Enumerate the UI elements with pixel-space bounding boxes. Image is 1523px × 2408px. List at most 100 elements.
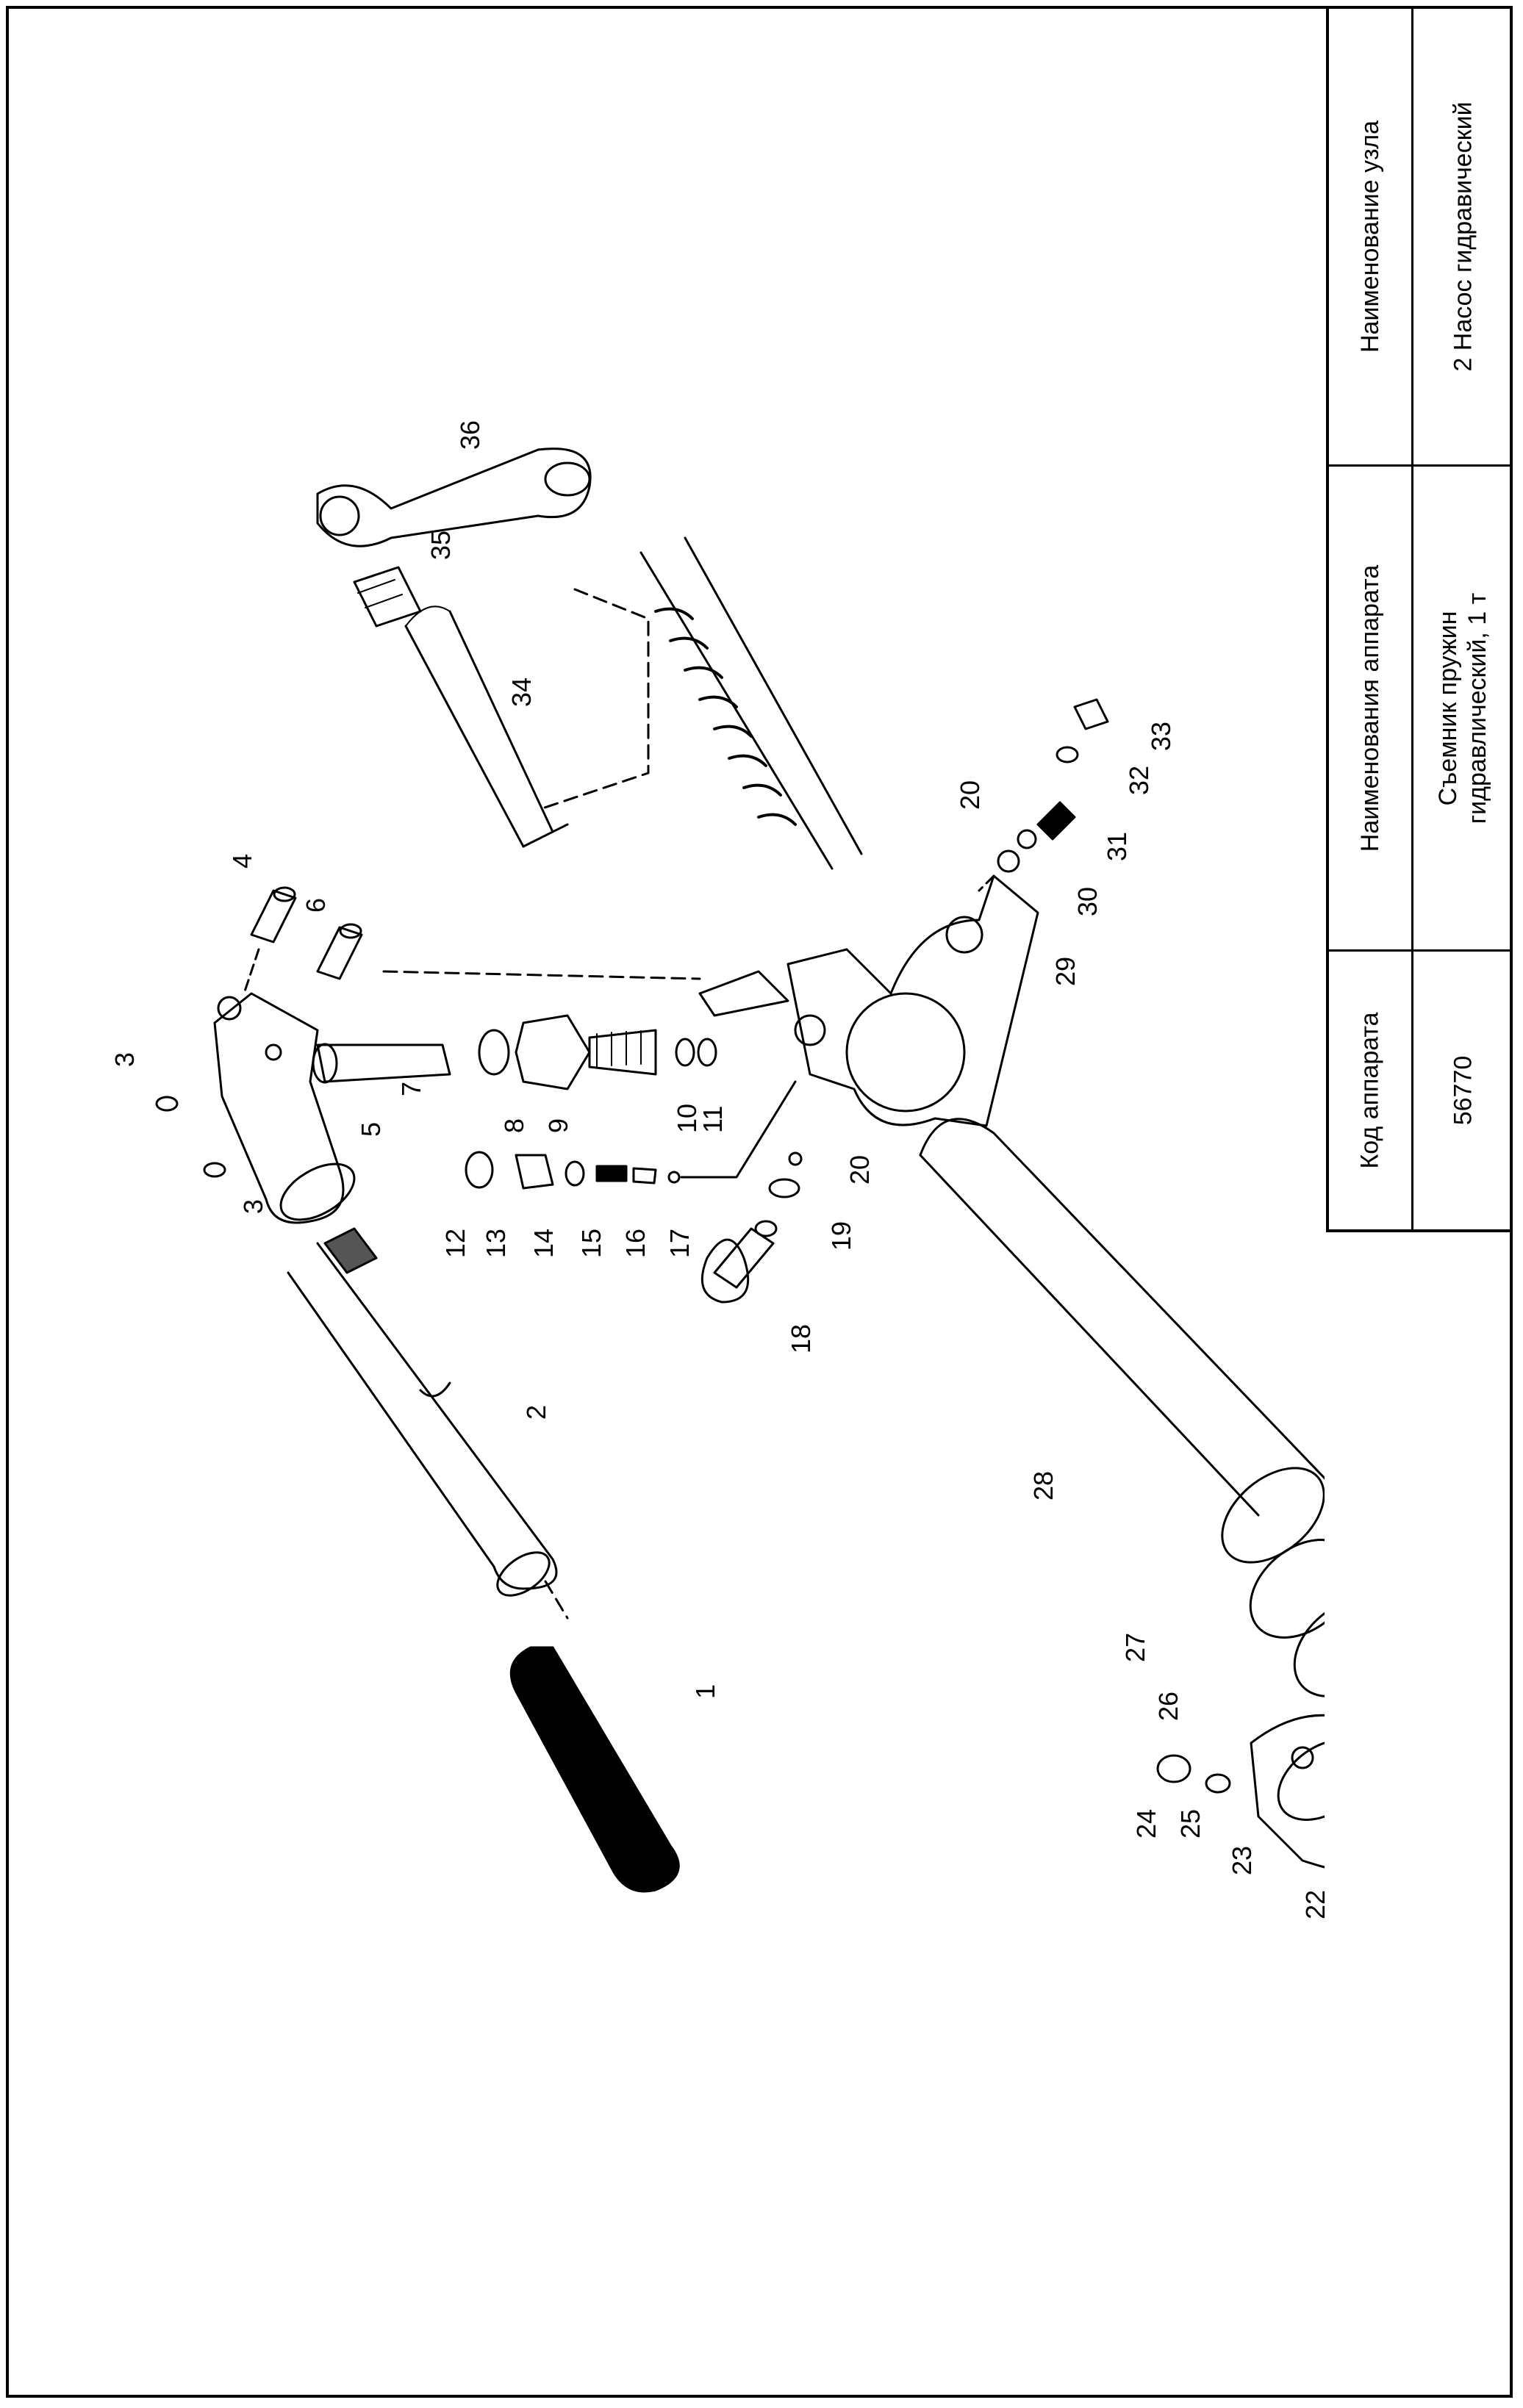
label-part-36: 36 <box>455 420 485 450</box>
label-part-30: 30 <box>1072 887 1103 916</box>
exploded-parts-diagram: 1 2 3 3 4 5 6 7 8 9 10 11 12 13 14 15 16… <box>110 420 1325 1919</box>
label-part-22: 22 <box>1300 1890 1325 1919</box>
label-part-10: 10 <box>672 1104 702 1133</box>
label-part-25: 25 <box>1175 1809 1205 1839</box>
label-part-1: 1 <box>690 1684 720 1699</box>
label-part-18: 18 <box>786 1324 816 1354</box>
part-15-spring <box>595 1165 628 1182</box>
part-16-valve-stem <box>632 1167 657 1185</box>
part-4-pin <box>250 886 297 944</box>
label-part-16: 16 <box>620 1229 651 1258</box>
part-34-plunger <box>404 536 863 870</box>
label-part-7: 7 <box>396 1082 426 1096</box>
part-35-fitting <box>353 566 422 628</box>
part-10-o-ring <box>675 1038 695 1067</box>
header-device-code: Код аппарата <box>1356 1012 1385 1169</box>
title-block-divider-vertical <box>1411 9 1413 1229</box>
part-20-ball-lower <box>788 1151 803 1166</box>
header-device-name-cell: Наименования аппарата <box>1329 467 1411 949</box>
part-30-ball <box>997 849 1020 873</box>
part-29-pump-body <box>698 874 1039 1127</box>
part-12-plug <box>465 1151 494 1189</box>
value-device-name-line1: Съемник пружин <box>1434 611 1463 806</box>
label-part-19: 19 <box>826 1221 856 1251</box>
title-block-divider-2 <box>1329 949 1513 952</box>
part-9-valve-nut <box>515 1014 657 1090</box>
part-19-washer <box>768 1178 800 1198</box>
part-33-plug <box>1073 698 1109 730</box>
header-unit-name-cell: Наименование узла <box>1329 9 1411 464</box>
part-20-ball-upper <box>1017 829 1037 849</box>
title-block: Наименование узла Наименования аппарата … <box>1326 9 1513 1232</box>
value-device-name: Съемник пружин гидравлический, 1 т <box>1434 592 1493 823</box>
label-part-4: 4 <box>227 854 257 869</box>
sheet-border <box>6 6 1513 2398</box>
label-part-23: 23 <box>1227 1846 1257 1875</box>
label-part-33: 33 <box>1146 722 1176 751</box>
part-26-ring <box>1293 1597 1325 1697</box>
value-device-name-cell: Съемник пружин гидравлический, 1 т <box>1413 467 1513 949</box>
part-14-seal <box>565 1160 585 1187</box>
label-part-14: 14 <box>528 1229 559 1258</box>
title-block-divider-1 <box>1329 464 1513 467</box>
part-24-plug <box>1156 1754 1191 1783</box>
part-6-pin <box>316 923 363 980</box>
label-part-3-bottom: 3 <box>238 1199 268 1214</box>
label-part-11: 11 <box>698 1106 728 1133</box>
label-part-17: 17 <box>664 1229 695 1258</box>
leader-line-34 <box>537 588 650 811</box>
label-part-34: 34 <box>506 678 537 707</box>
part-8-washer <box>478 1029 510 1076</box>
part-31-spring <box>1036 801 1076 841</box>
part-13-screw <box>515 1154 554 1190</box>
label-part-28: 28 <box>1028 1471 1058 1500</box>
part-32-washer <box>1056 746 1079 763</box>
part-11-o-ring <box>697 1038 717 1067</box>
value-unit-name: 2 Насос гидравический <box>1449 101 1477 372</box>
part-18-release-knob <box>700 1220 778 1304</box>
value-unit-name-cell: 2 Насос гидравический <box>1413 9 1513 464</box>
part-number-labels: 1 2 3 3 4 5 6 7 8 9 10 11 12 13 14 15 16… <box>110 420 1325 1919</box>
label-part-20-lower: 20 <box>845 1155 875 1185</box>
label-part-2: 2 <box>521 1405 551 1420</box>
label-part-24: 24 <box>1131 1809 1161 1839</box>
part-36-handle-link <box>316 448 592 547</box>
value-device-code: 56770 <box>1449 1055 1477 1126</box>
label-part-3-top: 3 <box>110 1052 140 1067</box>
part-2-tube <box>287 1227 558 1597</box>
part-1-handle-grip <box>509 1646 680 1893</box>
part-5-lever-bracket <box>213 992 356 1224</box>
part-3-retaining-ring-bottom <box>203 1162 226 1178</box>
header-device-code-cell: Код аппарата <box>1329 952 1411 1229</box>
label-part-29: 29 <box>1050 957 1081 986</box>
label-part-9: 9 <box>543 1118 573 1133</box>
part-25-washer <box>1205 1773 1231 1794</box>
label-part-6: 6 <box>301 898 331 913</box>
header-device-name: Наименования аппарата <box>1356 564 1385 852</box>
label-part-5: 5 <box>356 1122 386 1137</box>
part-28-cylinder <box>919 1118 1325 1564</box>
part-7-shaft <box>312 1043 451 1084</box>
leader-line-4 <box>243 948 260 995</box>
header-unit-name: Наименование узла <box>1356 120 1384 353</box>
label-part-12: 12 <box>440 1229 470 1258</box>
value-device-code-cell: 56770 <box>1413 952 1513 1229</box>
part-17-ball <box>667 1171 681 1184</box>
part-23-base <box>1250 1714 1325 1869</box>
label-part-13: 13 <box>481 1229 511 1258</box>
label-part-31: 31 <box>1102 832 1132 861</box>
leader-line-30 <box>978 874 995 892</box>
label-part-32: 32 <box>1124 766 1154 795</box>
leader-line-5-29 <box>382 970 701 980</box>
label-part-8: 8 <box>499 1118 529 1133</box>
label-part-20-upper: 20 <box>955 780 985 810</box>
leader-line-17 <box>680 1080 797 1179</box>
label-part-27: 27 <box>1120 1633 1150 1662</box>
label-part-15: 15 <box>576 1229 606 1258</box>
label-part-26: 26 <box>1153 1692 1183 1721</box>
value-device-name-line2: гидравлический, 1 т <box>1463 592 1492 824</box>
part-3-retaining-ring-top <box>155 1096 179 1112</box>
leader-line-1-2 <box>544 1580 569 1620</box>
part-27-ring <box>1249 1539 1325 1639</box>
